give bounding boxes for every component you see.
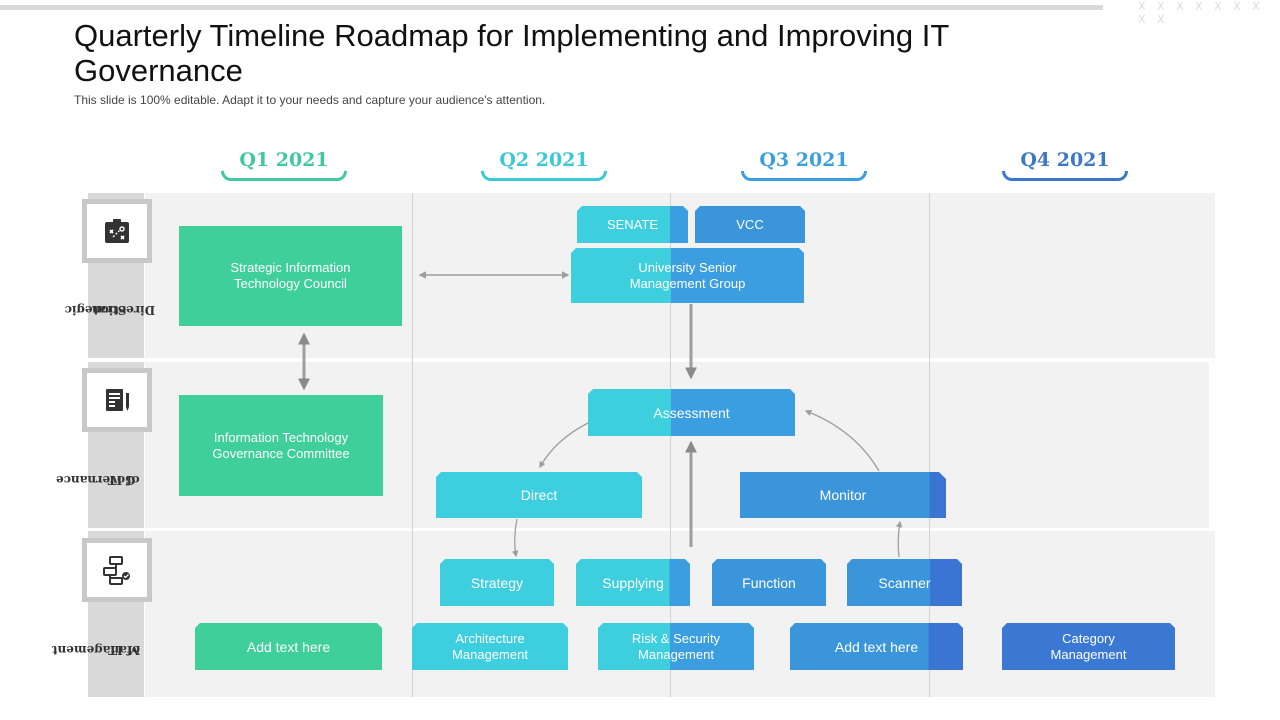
box-vcc: VCC <box>695 206 805 243</box>
arrow-scanner-to-monitor <box>895 520 903 558</box>
arrow-assessment-to-direct <box>539 422 589 469</box>
box-function: Function <box>712 559 826 606</box>
quarter-divider <box>412 193 413 697</box>
quarter-label: Q1 2021 <box>239 149 329 171</box>
box-strategic-it-council: Strategic Information Technology Council <box>179 226 402 326</box>
quarter-header-q1: Q1 2021 <box>221 147 347 183</box>
top-accent-bar <box>0 5 1103 10</box>
quarter-bracket <box>221 171 347 181</box>
quarter-label: Q2 2021 <box>499 149 589 171</box>
quarter-header-q2: Q2 2021 <box>481 147 607 183</box>
box-university-senior-management-group: University Senior Management Group <box>571 248 804 303</box>
box-senate: SENATE <box>577 206 688 243</box>
box-scanner: Scanner <box>847 559 962 606</box>
corner-marks: X X X X X X X X X <box>1138 0 1264 26</box>
box-direct: Direct <box>436 472 642 518</box>
page-title: Quarterly Timeline Roadmap for Implement… <box>74 18 949 88</box>
quarter-header-q4: Q4 2021 <box>1002 147 1128 183</box>
quarter-bracket <box>481 171 607 181</box>
quarter-bracket <box>741 171 867 181</box>
arrow-direct-to-strategy <box>511 518 519 558</box>
box-category-management: Category Management <box>1002 623 1175 670</box>
quarter-label: Q4 2021 <box>1020 149 1110 171</box>
quarter-bracket <box>1002 171 1128 181</box>
box-architecture-management: Architecture Management <box>412 623 568 670</box>
box-it-governance-committee: Information Technology Governance Commit… <box>179 395 383 496</box>
quarter-divider <box>670 193 671 697</box>
strategy-board-icon-glyph <box>105 219 129 243</box>
box-supplying: Supplying <box>576 559 690 606</box>
box-assessment: Assessment <box>588 389 795 436</box>
quarter-label: Q3 2021 <box>759 149 849 171</box>
box-add-text-2: Add text here <box>790 623 963 670</box>
box-strategy: Strategy <box>440 559 554 606</box>
arrow-monitor-to-assessment <box>804 409 880 472</box>
document-list-icon <box>82 368 152 432</box>
box-monitor: Monitor <box>740 472 946 518</box>
strategy-board-icon <box>82 199 152 263</box>
quarter-header-q3: Q3 2021 <box>741 147 867 183</box>
flowchart-icon <box>82 538 152 602</box>
page-subtitle: This slide is 100% editable. Adapt it to… <box>74 93 546 107</box>
quarter-divider <box>929 193 930 697</box>
box-risk-security-management: Risk & Security Management <box>598 623 754 670</box>
flowchart-icon-glyph <box>103 556 130 585</box>
document-list-icon-glyph <box>106 389 129 411</box>
box-add-text-1: Add text here <box>195 623 382 670</box>
